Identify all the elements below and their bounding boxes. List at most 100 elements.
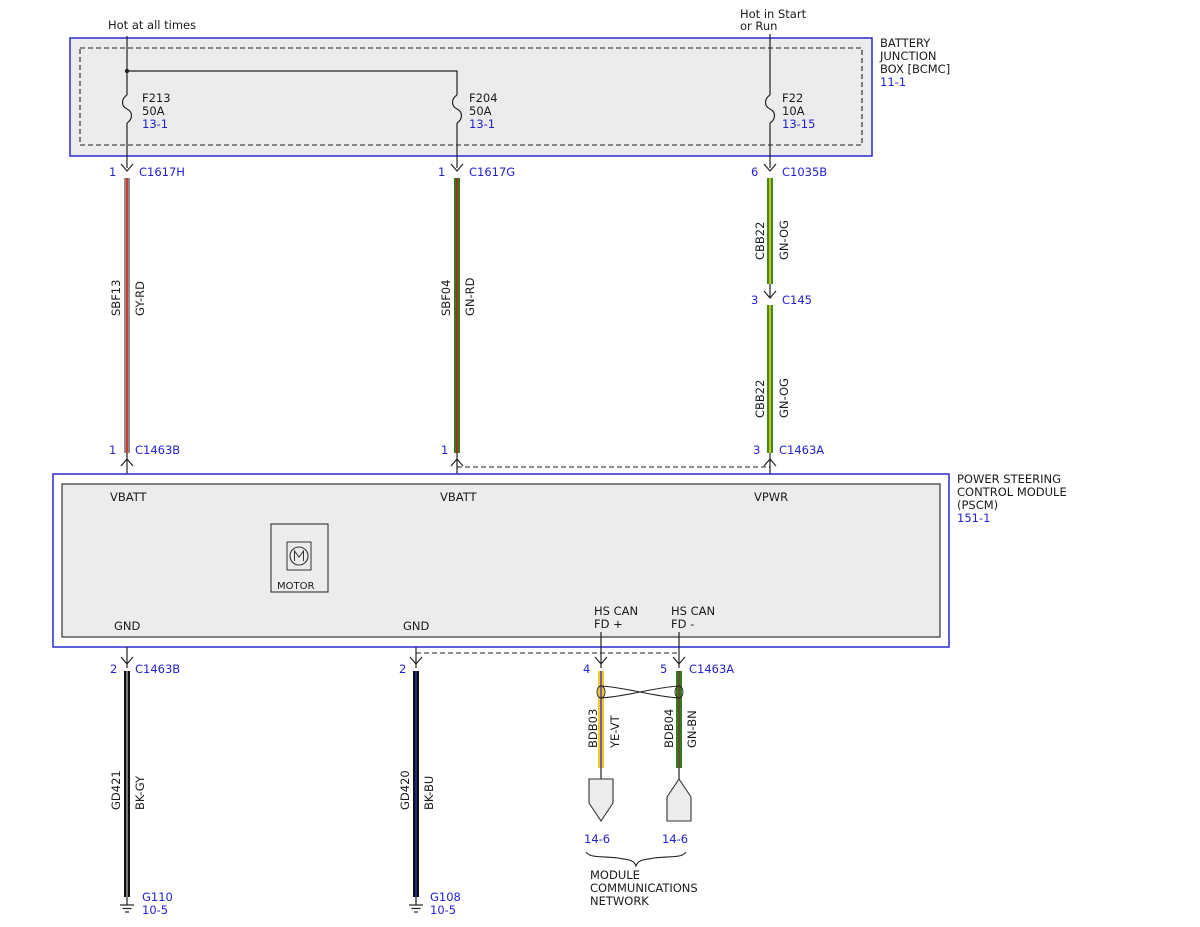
wire-gd420-color: BK-BU xyxy=(422,776,436,810)
wire-cbb22-stripe-1 xyxy=(769,178,771,284)
wire-sbf04-bottom-pin: 1 xyxy=(441,443,448,457)
wire-cbb22-color-2: GN-OG xyxy=(777,378,791,418)
twisted-pair-icon xyxy=(596,685,684,699)
wire-bdb03-stripe xyxy=(600,671,602,768)
wire-gd420-circuit: GD420 xyxy=(398,770,412,810)
offpage-arrow-up-icon xyxy=(666,778,692,822)
pscm-pin-hscan-plus-line1: HS CAN xyxy=(594,604,638,618)
header-hot-at-all-times: Hot at all times xyxy=(108,18,196,32)
fuse-f204-symbol xyxy=(451,94,463,124)
wire-bdb04-pin: 5 xyxy=(660,662,667,676)
pscm-pin-hscan-minus-line2: FD - xyxy=(671,617,694,631)
fuse-f22-rating: 10A xyxy=(782,104,805,118)
wire-cbb22-color-1: GN-OG xyxy=(777,220,791,260)
battery-junction-box: BATTERY JUNCTION BOX [BCMC] 11-1 xyxy=(69,36,950,157)
connector-chevron xyxy=(672,656,686,665)
wire-bdb03: 4 BDB03 YE-VT 14-6 xyxy=(583,632,622,846)
wire-cbb22-bottom-pin: 3 xyxy=(753,443,760,457)
wire-sbf04-color: GN-RD xyxy=(463,277,477,316)
wire-sbf04-circuit: SBF04 xyxy=(439,280,453,316)
offpage-arrow-down-icon xyxy=(588,778,614,822)
feed-line-f204 xyxy=(127,70,458,95)
wire-gd421-stripe xyxy=(126,671,128,897)
wire-gd421-pin: 2 xyxy=(110,662,117,676)
connector-chevron xyxy=(120,163,134,172)
connector-chevron xyxy=(120,656,134,665)
wire-sbf04-top-pin: 1 xyxy=(438,165,445,179)
wire-sbf04-top-conn: C1617G xyxy=(469,165,515,179)
wire-sbf13: 1 C1617H SBF13 GY-RD 1 C1463B xyxy=(109,163,185,474)
network-label-line3: NETWORK xyxy=(590,894,649,908)
fuse-f213-rating: 50A xyxy=(142,104,165,118)
pscm-module: POWER STEERING CONTROL MODULE (PSCM) 151… xyxy=(52,472,1067,648)
network-label-line1: MODULE xyxy=(590,868,640,882)
pscm-name-line1: POWER STEERING xyxy=(957,472,1061,486)
header-hot-in-start-line1: Hot in Start xyxy=(740,7,807,21)
fuse-f213-symbol xyxy=(121,94,133,124)
header-hot-in-start-line2: or Run xyxy=(740,19,777,33)
wire-gd421-circuit: GD421 xyxy=(109,770,123,810)
wire-bdb03-circuit: BDB03 xyxy=(586,709,600,748)
fuse-f204-ref: 13-1 xyxy=(469,117,495,131)
wire-cbb22-mid-pin: 3 xyxy=(751,293,758,307)
connector-chevron xyxy=(763,163,777,172)
bjb-name-line1: BATTERY xyxy=(880,36,931,50)
wire-bdb04: 5 C1463A BDB04 GN-BN 14-6 xyxy=(660,632,734,846)
motor-frame xyxy=(286,541,312,571)
fuse-f22: F22 10A 13-15 xyxy=(764,91,815,131)
wire-bdb04-ref: 14-6 xyxy=(662,832,688,846)
fuse-f22-id: F22 xyxy=(782,91,803,105)
pscm-pin-vpwr: VPWR xyxy=(754,490,788,504)
fuse-f204-rating: 50A xyxy=(469,104,492,118)
wire-gd421-color: BK-GY xyxy=(133,775,147,810)
connector-chevron xyxy=(450,163,464,172)
wire-sbf13-stripe xyxy=(126,178,128,453)
connector-chevron xyxy=(409,656,423,665)
bjb-name-line3: BOX [BCMC] xyxy=(880,62,950,76)
wire-gd421: 2 C1463B GD421 BK-GY G110 10-5 xyxy=(109,647,180,917)
pscm-pin-gnd-1: GND xyxy=(114,619,141,633)
wire-bdb03-color: YE-VT xyxy=(608,714,622,749)
pscm-name-line3: (PSCM) xyxy=(957,498,998,512)
twist-loop-left xyxy=(596,685,606,699)
wire-sbf13-top-pin: 1 xyxy=(109,165,116,179)
wire-cbb22-top-pin: 6 xyxy=(751,165,758,179)
pscm-pin-gnd-2: GND xyxy=(403,619,430,633)
fuse-f213-ref: 13-1 xyxy=(142,117,168,131)
wire-gd420: 2 GD420 BK-BU G108 10-5 xyxy=(398,647,461,917)
bjb-outline xyxy=(69,37,873,157)
wire-gd421-ground-ref: 10-5 xyxy=(142,903,168,917)
connector-chevron xyxy=(763,290,777,299)
bjb-ref: 11-1 xyxy=(880,75,906,89)
wire-cbb22-top-conn: C1035B xyxy=(782,165,827,179)
wire-sbf13-top-conn: C1617H xyxy=(139,165,185,179)
wire-cbb22: 6 C1035B CBB22 GN-OG 3 C145 CBB22 GN-OG … xyxy=(751,163,827,474)
wire-sbf13-color: GY-RD xyxy=(133,281,147,316)
wire-sbf13-bottom-conn: C1463B xyxy=(135,443,180,457)
wire-gd420-ground: G108 xyxy=(430,890,461,904)
network-brace xyxy=(585,851,687,868)
wire-cbb22-circuit-2: CBB22 xyxy=(753,380,767,418)
pscm-pin-vbatt-1: VBATT xyxy=(110,490,148,504)
connector-chevron xyxy=(594,656,608,665)
pscm-ref: 151-1 xyxy=(957,511,990,525)
fuse-f213: F213 50A 13-1 xyxy=(121,91,171,131)
fuse-f213-id: F213 xyxy=(142,91,171,105)
wire-gd421-conn: C1463B xyxy=(135,662,180,676)
wire-bdb04-stripe xyxy=(678,671,680,768)
wire-bdb04-color: GN-BN xyxy=(685,710,699,748)
wire-gd420-pin: 2 xyxy=(399,662,406,676)
wire-bdb04-conn: C1463A xyxy=(689,662,734,676)
motor-circle xyxy=(289,546,309,566)
wire-sbf04: 1 C1617G SBF04 GN-RD 1 xyxy=(438,163,515,474)
network-label-line2: COMMUNICATIONS xyxy=(590,881,698,895)
wire-bdb04-circuit: BDB04 xyxy=(662,709,676,748)
motor-m-icon xyxy=(294,549,304,561)
twist-loop-right xyxy=(674,685,684,699)
pscm-pin-hscan-plus-line2: FD + xyxy=(594,617,623,631)
wire-cbb22-stripe-2 xyxy=(769,305,771,453)
pscm-pin-hscan-minus-line1: HS CAN xyxy=(671,604,715,618)
fuse-f22-ref: 13-15 xyxy=(782,117,815,131)
bjb-name-line2: JUNCTION xyxy=(879,49,937,63)
